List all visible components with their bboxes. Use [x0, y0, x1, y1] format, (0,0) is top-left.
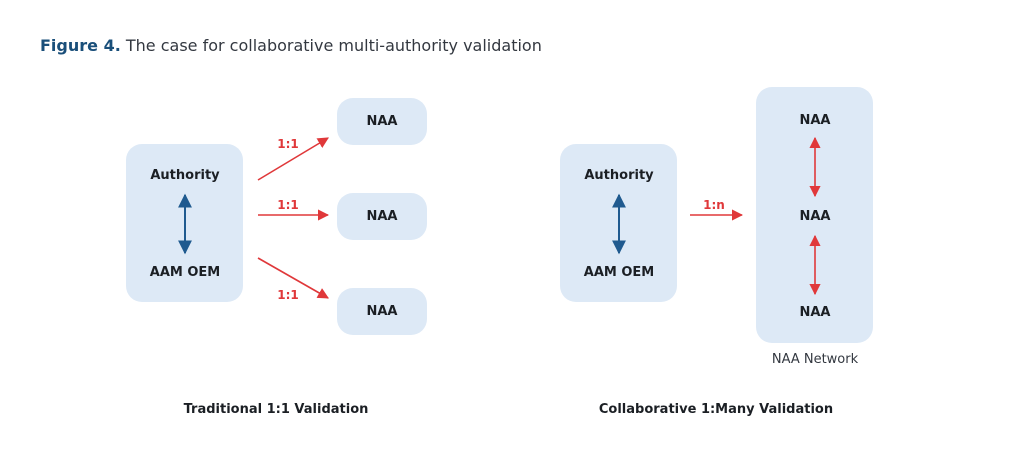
left-edge-label-3: 1:1 — [277, 288, 299, 302]
figure-number: Figure 4. — [40, 36, 121, 55]
right-authority-label: Authority — [584, 168, 654, 183]
left-red-arrow-1 — [257, 137, 329, 181]
left-authority-label: Authority — [150, 168, 220, 183]
left-edge-label-1: 1:1 — [277, 137, 299, 151]
right-caption: Collaborative 1:Many Validation — [598, 402, 834, 417]
left-red-arrow-3 — [257, 257, 329, 299]
right-edge-label: 1:n — [703, 198, 725, 212]
right-naa-label-2: NAA — [799, 209, 831, 224]
right-naa-label-1: NAA — [799, 113, 831, 128]
right-naa-label-3: NAA — [799, 305, 831, 320]
left-caption: Traditional 1:1 Validation — [183, 402, 369, 417]
naa-network-box — [756, 87, 873, 343]
left-naa-label-2: NAA — [366, 209, 398, 224]
right-oem-label: AAM OEM — [583, 265, 655, 280]
left-edge-label-2: 1:1 — [277, 198, 299, 212]
left-naa-box-1 — [337, 98, 427, 145]
figure-title-text: The case for collaborative multi-authori… — [125, 36, 542, 55]
left-naa-label-3: NAA — [366, 304, 398, 319]
left-naa-box-3 — [337, 288, 427, 335]
left-naa-label-1: NAA — [366, 114, 398, 129]
left-oem-label: AAM OEM — [149, 265, 221, 280]
left-naa-box-2 — [337, 193, 427, 240]
figure-title: Figure 4. The case for collaborative mul… — [40, 36, 542, 55]
naa-network-label: NAA Network — [771, 352, 859, 367]
